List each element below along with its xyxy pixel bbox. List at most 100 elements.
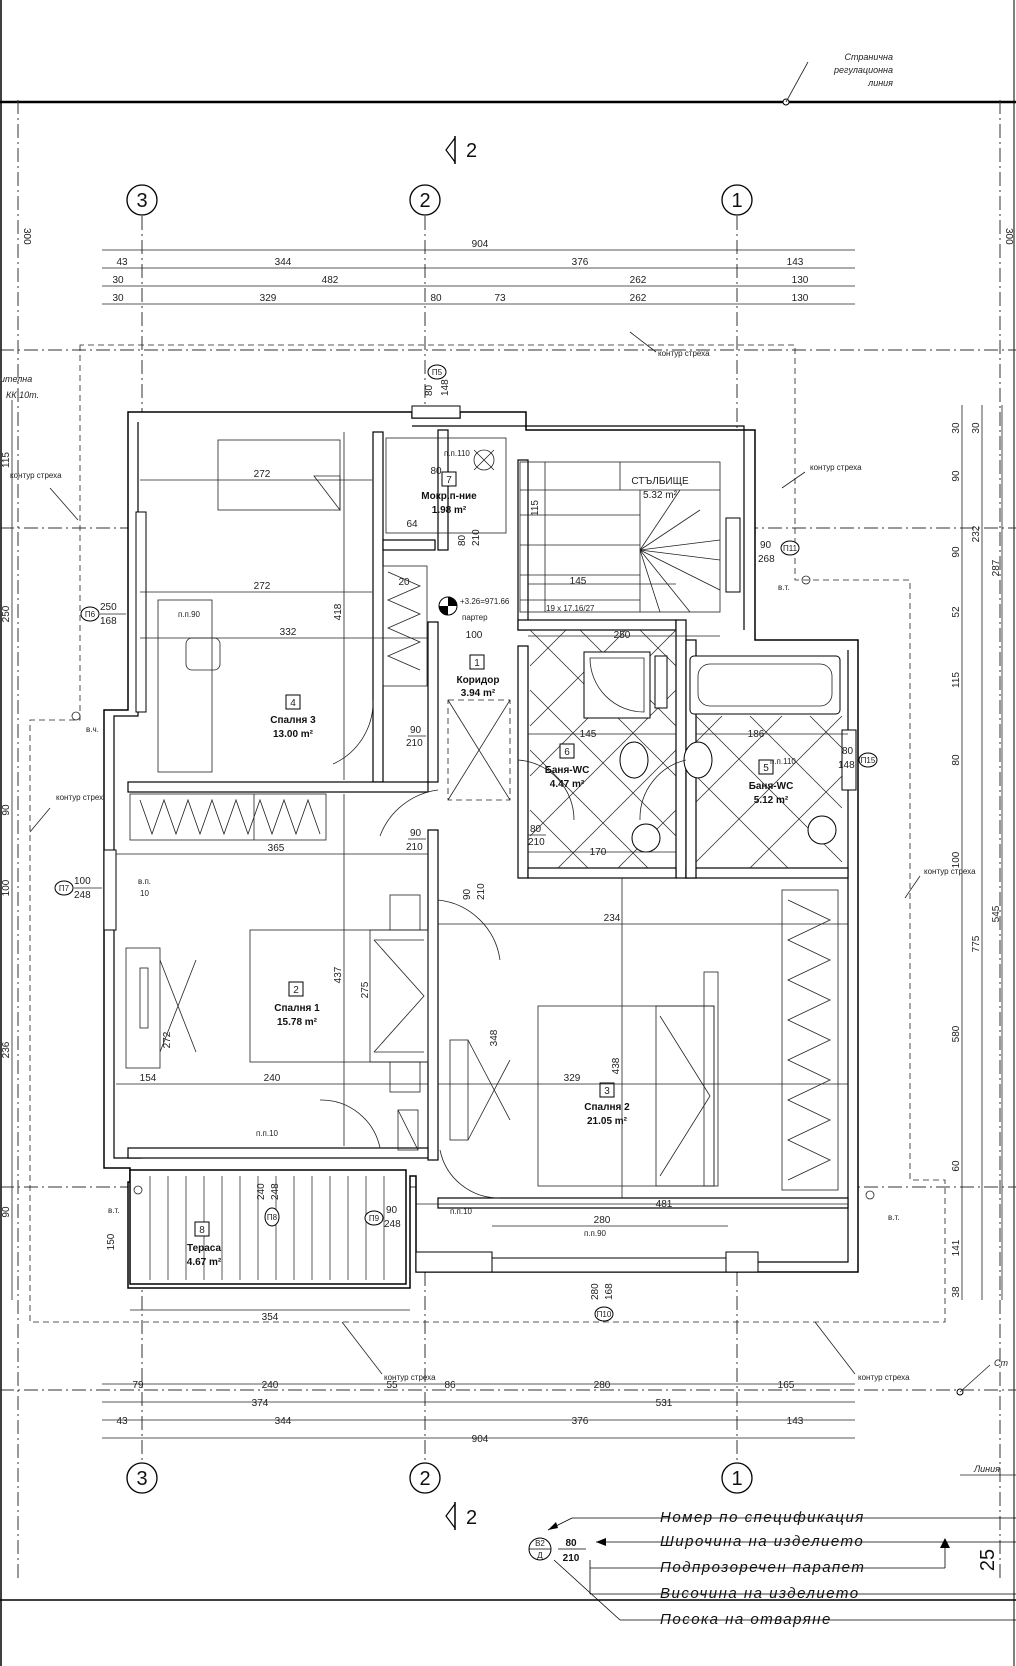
dim: 262 <box>630 293 647 304</box>
right-dimensions: 30 90 90 52 115 80 100 580 60 141 38 30 … <box>951 405 1003 1300</box>
dim: 86 <box>444 1380 456 1391</box>
door-h: 210 <box>528 837 545 848</box>
dim: 80 <box>430 293 442 304</box>
axis-bubble-3-bottom: 3 <box>126 1462 158 1494</box>
eaves-label: контур стреха <box>56 793 108 802</box>
legend-item: Посока на отваряне <box>660 1611 832 1628</box>
dim: 280 <box>594 1380 611 1391</box>
door-h: 210 <box>406 738 423 749</box>
dim: 115 <box>530 500 541 516</box>
dim: 30 <box>971 422 982 434</box>
sill-label: п.п.10 <box>256 1129 279 1138</box>
axis-label: 1 <box>731 1468 742 1490</box>
reg-line-label-1: Странична <box>845 52 893 62</box>
door-tags: 90 210 90 210 80 210 80 210 90 210 <box>406 529 546 900</box>
dim: 332 <box>280 627 297 638</box>
left-dimensions: 115 250 90 100 236 90 150 <box>1 400 117 1300</box>
dim: 100 <box>1 879 12 896</box>
room-num: 1 <box>474 658 480 669</box>
bedroom-3-furniture <box>157 439 428 773</box>
opening-p11: П11 90 268 <box>758 540 800 565</box>
dim: 115 <box>951 672 962 688</box>
dim: 272 <box>254 469 271 480</box>
dim: 545 <box>991 905 1002 922</box>
stair-name: СТЪЛБИЩЕ <box>631 476 689 487</box>
door-w: 80 <box>530 824 542 835</box>
dim: 365 <box>268 843 285 854</box>
room-name: Тераса <box>187 1243 222 1254</box>
legend-right-val: 25 <box>977 1549 999 1571</box>
dim: 80 <box>951 754 962 766</box>
reg-line-label-3: линия <box>867 78 893 88</box>
left-label-top: ителна <box>0 374 32 384</box>
dim: 79 <box>132 1380 144 1391</box>
opening-p7: П7 100 248 <box>54 876 102 901</box>
axis-label: 3 <box>136 1468 147 1490</box>
dim: 90 <box>1 804 12 816</box>
dim: 348 <box>489 1029 500 1046</box>
dim: 100 <box>466 630 483 641</box>
room-num: 2 <box>293 985 299 996</box>
door-w: 90 <box>410 828 422 839</box>
stair-area: 5.32 m² <box>643 490 678 501</box>
eaves-label: контур стреха <box>10 471 62 480</box>
section-mark-top-label: 2 <box>466 140 477 162</box>
dim: 30 <box>951 422 962 434</box>
room-num: 3 <box>604 1086 610 1097</box>
room-name: Спалня 1 <box>274 1003 320 1014</box>
downpipe-markers: в.т. в.т. в.т. в.ч. <box>71 575 899 1222</box>
bedroom-1-bed <box>249 894 429 1093</box>
opening-w: 90 <box>760 540 772 551</box>
section-mark-top: 2 <box>445 136 477 164</box>
bedroom-1-wardrobe <box>129 793 327 841</box>
door-h: 210 <box>476 883 487 900</box>
room-name: Мокр.п-ние <box>421 491 477 502</box>
door-w: 90 <box>462 888 473 900</box>
stair <box>519 461 721 613</box>
dim: 30 <box>112 275 124 286</box>
bedroom-2-wardrobe <box>781 889 839 1191</box>
room-8-label: 8 Тераса 4.67 m² <box>187 1221 222 1268</box>
opening-tag: П7 <box>59 884 70 893</box>
dim: 141 <box>951 1239 962 1256</box>
opening-tag: П6 <box>85 610 96 619</box>
level-elev: +3.26=971.66 <box>460 597 510 606</box>
axis-label: 3 <box>136 190 147 212</box>
section-mark-bottom: 2 <box>445 1502 477 1530</box>
legend-item: Номер по спецификация <box>660 1509 865 1526</box>
vt-label: в.т. <box>888 1213 899 1222</box>
dim: 143 <box>787 1416 804 1427</box>
eaves-labels: контур стреха контур стреха контур стрех… <box>10 331 976 1382</box>
terrace-deck <box>129 1169 407 1285</box>
dim: 165 <box>778 1380 795 1391</box>
dim: 90 <box>951 546 962 558</box>
opening-p15: П15 80 148 <box>838 746 878 771</box>
legend-sample-tag: B2 <box>535 1539 545 1548</box>
dim: 272 <box>162 1031 173 1048</box>
room-name: Коридор <box>456 675 499 686</box>
bedroom-1-desk <box>125 947 419 1151</box>
dim: 287 <box>991 559 1002 576</box>
opening-w: 240 <box>256 1183 267 1200</box>
room-num: 7 <box>446 475 452 486</box>
legend: B2 Д 80 210 Номер по спецификация Широчи… <box>528 1509 1016 1628</box>
room-name: Баня-WC <box>545 765 590 776</box>
sill-label: п.п.90 <box>584 1229 607 1238</box>
room-area: 13.00 m² <box>273 729 314 740</box>
opening-h: 248 <box>384 1219 401 1230</box>
dim: 170 <box>590 847 607 858</box>
legend-item: Височина на изделието <box>660 1585 860 1602</box>
left-label-bot: КК 10т. <box>6 390 39 400</box>
door-h: 210 <box>406 842 423 853</box>
opening-h: 168 <box>604 1283 615 1300</box>
dim: 354 <box>262 1312 279 1323</box>
dim: 130 <box>792 293 809 304</box>
opening-h: 148 <box>440 379 451 396</box>
sill-labels: п.п.90 п.п.10 п.п.10 п.п.110 п.п.110 п.п… <box>138 449 796 1238</box>
room-area: 1.98 m² <box>432 505 467 516</box>
dim: 130 <box>792 275 809 286</box>
fixtures-room-7 <box>385 437 507 534</box>
legend-sample-w: 80 <box>565 1538 577 1549</box>
door-w: 80 <box>457 534 468 546</box>
